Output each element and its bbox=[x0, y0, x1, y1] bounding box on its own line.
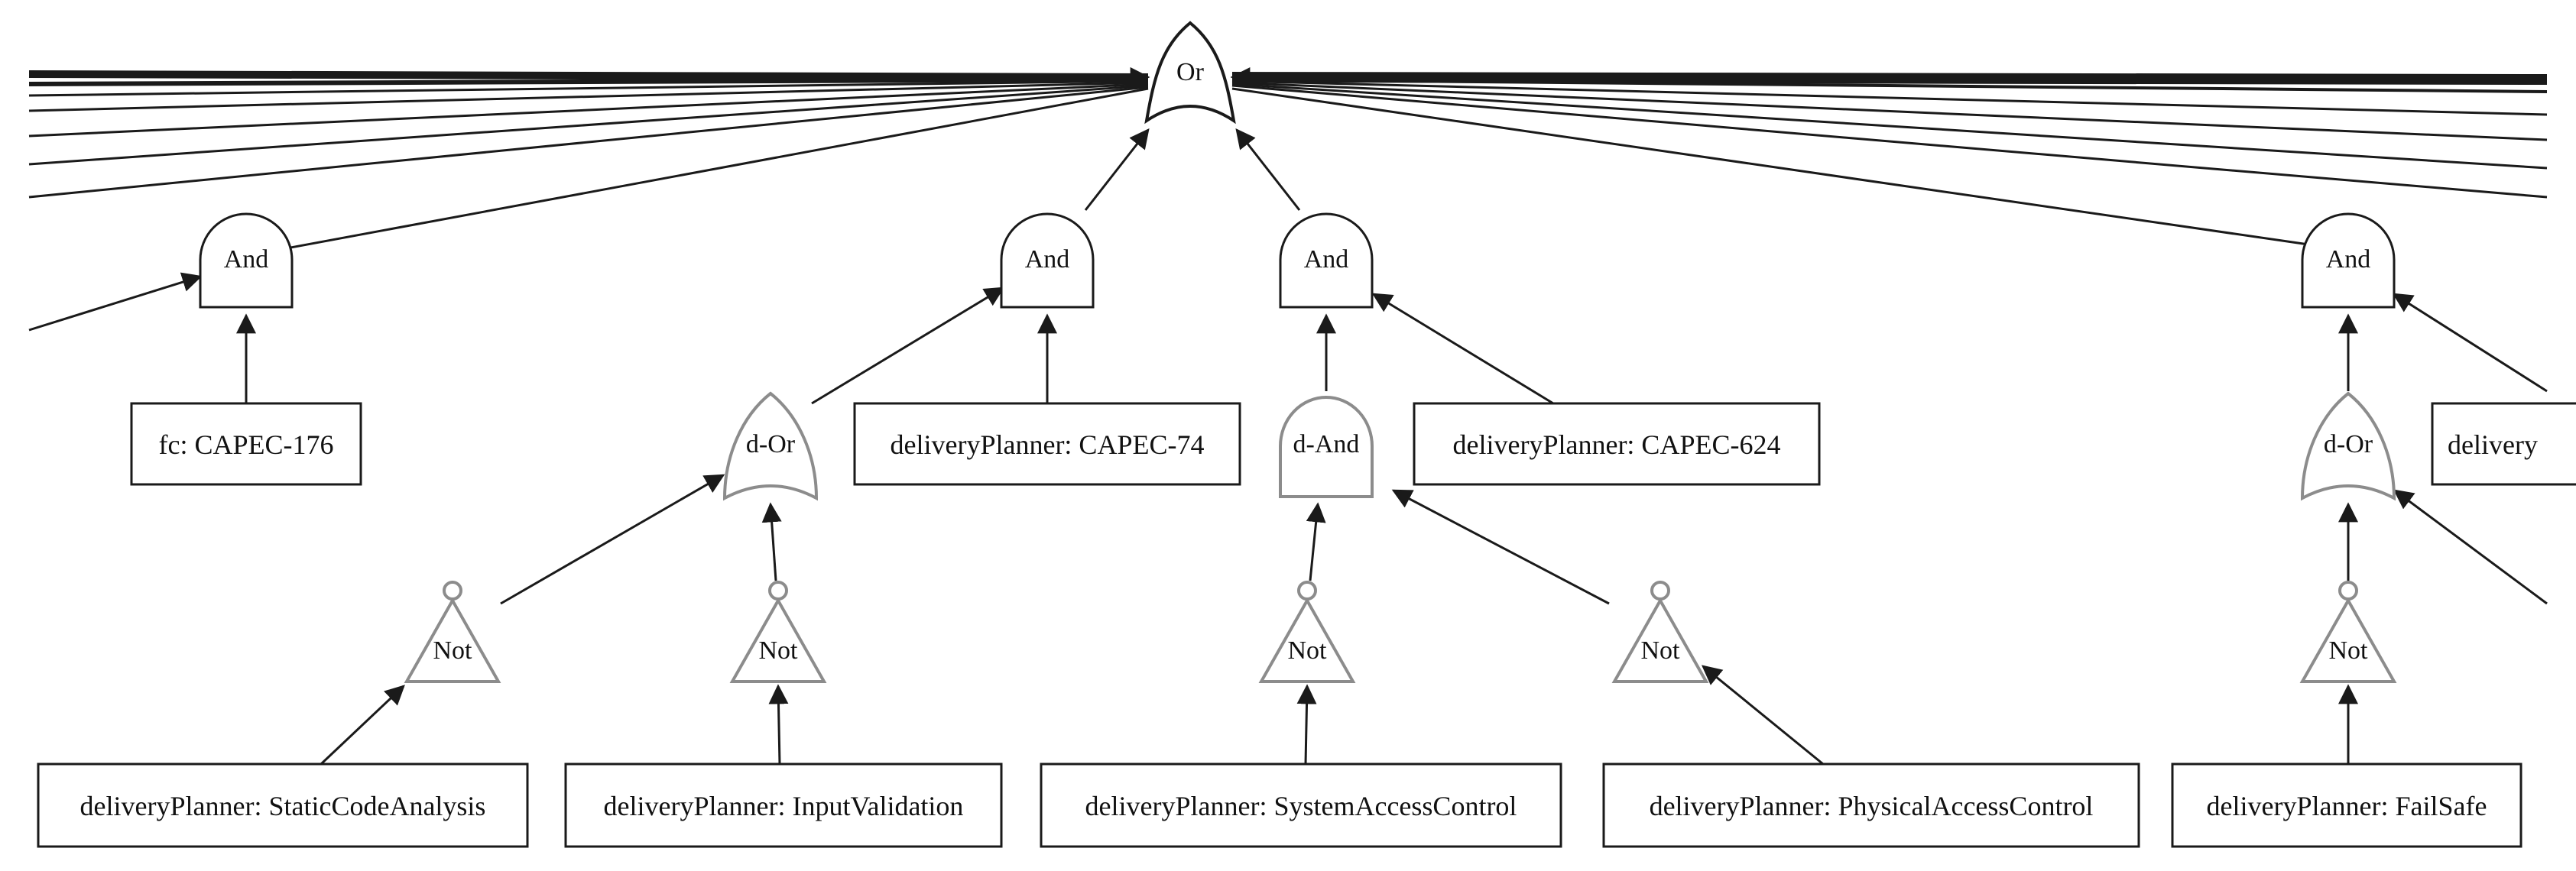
leaf-input-validation[interactable]: deliveryPlanner: InputValidation bbox=[564, 763, 1003, 848]
leaf-capec-74[interactable]: deliveryPlanner: CAPEC-74 bbox=[853, 402, 1241, 486]
d-or-gate-2-label: d-Or bbox=[2324, 430, 2373, 458]
and-gate-3-label: And bbox=[1304, 245, 1349, 274]
leaf-capec-624-label: deliveryPlanner: CAPEC-624 bbox=[1453, 429, 1781, 460]
edge-offscreen-to-and1 bbox=[28, 272, 203, 332]
edge-input-to-not2 bbox=[768, 684, 789, 765]
edge-and4-to-or bbox=[1231, 87, 2309, 246]
d-and-gate-1[interactable]: d-And bbox=[1279, 396, 1374, 498]
leaf-fc-capec-176-label: fc: CAPEC-176 bbox=[159, 429, 334, 460]
leaf-fail-safe-label: deliveryPlanner: FailSafe bbox=[2207, 791, 2487, 821]
edge-physical-to-not4 bbox=[1701, 665, 1824, 766]
not-gate-1[interactable]: Not bbox=[404, 581, 501, 683]
edge-left-bundle-3 bbox=[28, 79, 1149, 97]
edge-offscreen-to-and4 bbox=[2392, 293, 2548, 393]
edge-right-bundle-1 bbox=[1230, 67, 2548, 88]
leaf-input-validation-label: deliveryPlanner: InputValidation bbox=[604, 791, 964, 821]
edge-static-to-not1 bbox=[320, 685, 405, 766]
not-gate-3-label: Not bbox=[1288, 636, 1328, 665]
edge-not2-to-dor1 bbox=[761, 502, 782, 581]
leaf-physical-access-control[interactable]: deliveryPlanner: PhysicalAccessControl bbox=[1602, 763, 2140, 848]
leaf-system-access-control-label: deliveryPlanner: SystemAccessControl bbox=[1085, 791, 1517, 821]
not-gate-4[interactable]: Not bbox=[1611, 581, 1709, 683]
edge-left-4 bbox=[28, 81, 1149, 112]
edge-not3-to-dand bbox=[1306, 502, 1326, 581]
edge-right-4 bbox=[1231, 81, 2548, 141]
leaf-static-code-analysis[interactable]: deliveryPlanner: StaticCodeAnalysis bbox=[37, 763, 529, 848]
and-gate-1[interactable]: And bbox=[199, 212, 294, 309]
edge-and2-to-or bbox=[1084, 128, 1150, 211]
not-gate-2[interactable]: Not bbox=[729, 581, 827, 683]
d-or-gate-1-label: d-Or bbox=[746, 430, 796, 458]
and-gate-2[interactable]: And bbox=[1000, 212, 1095, 309]
not-gate-5-label: Not bbox=[2329, 636, 2369, 665]
leaf-static-code-analysis-label: deliveryPlanner: StaticCodeAnalysis bbox=[80, 791, 486, 821]
edge-right-6 bbox=[1231, 84, 2548, 199]
leaf-partial-right-label: delivery bbox=[2448, 429, 2538, 460]
d-or-gate-1[interactable]: d-Or bbox=[722, 391, 819, 501]
not-gate-5[interactable]: Not bbox=[2299, 581, 2397, 683]
and-gate-4-label: And bbox=[2326, 245, 2371, 274]
and-gate-1-label: And bbox=[224, 245, 269, 274]
edge-left-7 bbox=[28, 86, 1149, 199]
root-or-label: Or bbox=[1176, 58, 1205, 86]
edge-left-bundle-1 bbox=[28, 66, 1150, 87]
edge-left-5 bbox=[28, 83, 1149, 138]
leaf-partial-right[interactable]: delivery bbox=[2431, 402, 2576, 486]
edge-left-6 bbox=[28, 84, 1149, 166]
child-edges bbox=[28, 272, 2548, 766]
leaf-fc-capec-176[interactable]: fc: CAPEC-176 bbox=[130, 402, 362, 486]
and-gate-3[interactable]: And bbox=[1279, 212, 1374, 309]
not-gate-1-label: Not bbox=[433, 636, 473, 665]
edge-system-to-not3 bbox=[1296, 684, 1317, 765]
leaf-system-access-control[interactable]: deliveryPlanner: SystemAccessControl bbox=[1040, 763, 1562, 848]
and-gate-2-label: And bbox=[1025, 245, 1070, 274]
edge-left-bundle-2 bbox=[28, 77, 1149, 86]
edge-right-5 bbox=[1231, 83, 2548, 170]
root-edges bbox=[28, 66, 2548, 250]
edge-dor1-to-and2 bbox=[811, 287, 1005, 405]
d-and-gate-1-label: d-And bbox=[1293, 430, 1360, 458]
not-gate-4-label: Not bbox=[1641, 636, 1681, 665]
not-gate-3[interactable]: Not bbox=[1258, 581, 1356, 683]
leaf-capec-624[interactable]: deliveryPlanner: CAPEC-624 bbox=[1413, 402, 1821, 486]
edge-not1-to-dor1 bbox=[500, 474, 725, 605]
edge-offscreen-to-dor2 bbox=[2393, 489, 2548, 605]
leaf-fail-safe[interactable]: deliveryPlanner: FailSafe bbox=[2171, 763, 2522, 848]
edge-and3-to-or bbox=[1235, 128, 1301, 211]
edge-right-3 bbox=[1231, 79, 2548, 116]
leaf-capec-74-label: deliveryPlanner: CAPEC-74 bbox=[891, 429, 1205, 460]
edge-not4-to-dand bbox=[1391, 489, 1610, 605]
d-or-gate-2[interactable]: d-Or bbox=[2300, 391, 2396, 501]
edge-right-bundle-2 bbox=[1231, 78, 2548, 93]
not-gate-2-label: Not bbox=[759, 636, 799, 665]
edge-capec624-to-and3 bbox=[1371, 293, 1554, 405]
and-gate-4[interactable]: And bbox=[2301, 212, 2396, 309]
root-or-gate[interactable]: Or bbox=[1144, 21, 1236, 125]
edge-and1-to-or bbox=[286, 87, 1149, 250]
leaf-physical-access-control-label: deliveryPlanner: PhysicalAccessControl bbox=[1650, 791, 2094, 821]
